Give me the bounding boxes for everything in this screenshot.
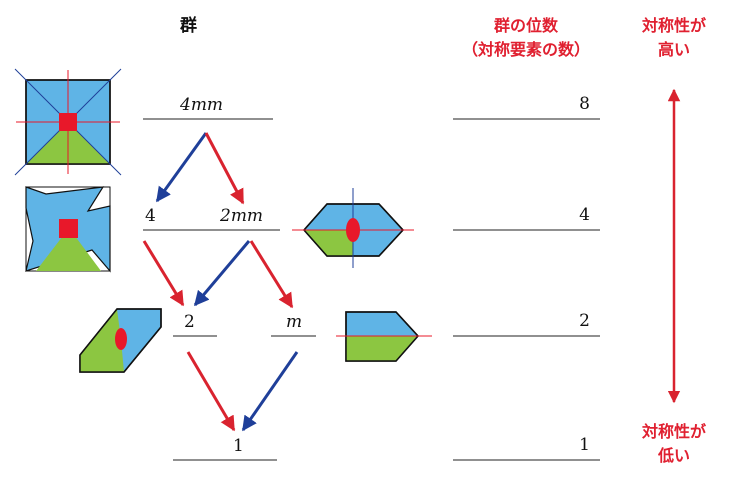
shape-m-pentagon [336, 311, 432, 362]
shape-2mm-hexagon [292, 188, 414, 268]
order-column-header: 群の位数 [494, 16, 559, 35]
arrow-m-to-1 [241, 351, 299, 432]
order-value-1: 1 [579, 435, 590, 455]
group-label-2: 2 [184, 312, 195, 332]
low-symmetry-label-line2: 低い [657, 446, 690, 465]
shape-4mm-square [14, 68, 122, 176]
shape-4-pinwheel [25, 186, 111, 273]
group-label-4: 4 [145, 206, 156, 226]
group-column-header: 群 [180, 15, 197, 36]
order-value-4: 4 [579, 205, 590, 225]
arrow-2mm-to-m [249, 240, 294, 309]
group-label-4mm: 4mm [179, 95, 223, 115]
group-label-m: m [286, 312, 302, 332]
arrow-2mm-to-2 [193, 240, 251, 307]
arrow-4mm-to-2mm [204, 132, 245, 205]
high-symmetry-label-line1: 対称性が [641, 16, 706, 35]
shape-2-parallelogram [79, 308, 162, 373]
arrow-4-to-2 [142, 240, 185, 307]
order-column-subheader: （対称要素の数） [462, 40, 590, 59]
low-symmetry-label-line1: 対称性が [641, 422, 706, 441]
group-label-2mm: 2mm [219, 206, 263, 226]
order-value-2: 2 [579, 311, 590, 331]
order-value-8: 8 [579, 94, 590, 114]
arrow-2-to-1 [186, 351, 236, 432]
group-label-1: 1 [233, 436, 244, 456]
arrow-4mm-to-4 [155, 132, 208, 203]
high-symmetry-label-line2: 高い [658, 40, 690, 59]
